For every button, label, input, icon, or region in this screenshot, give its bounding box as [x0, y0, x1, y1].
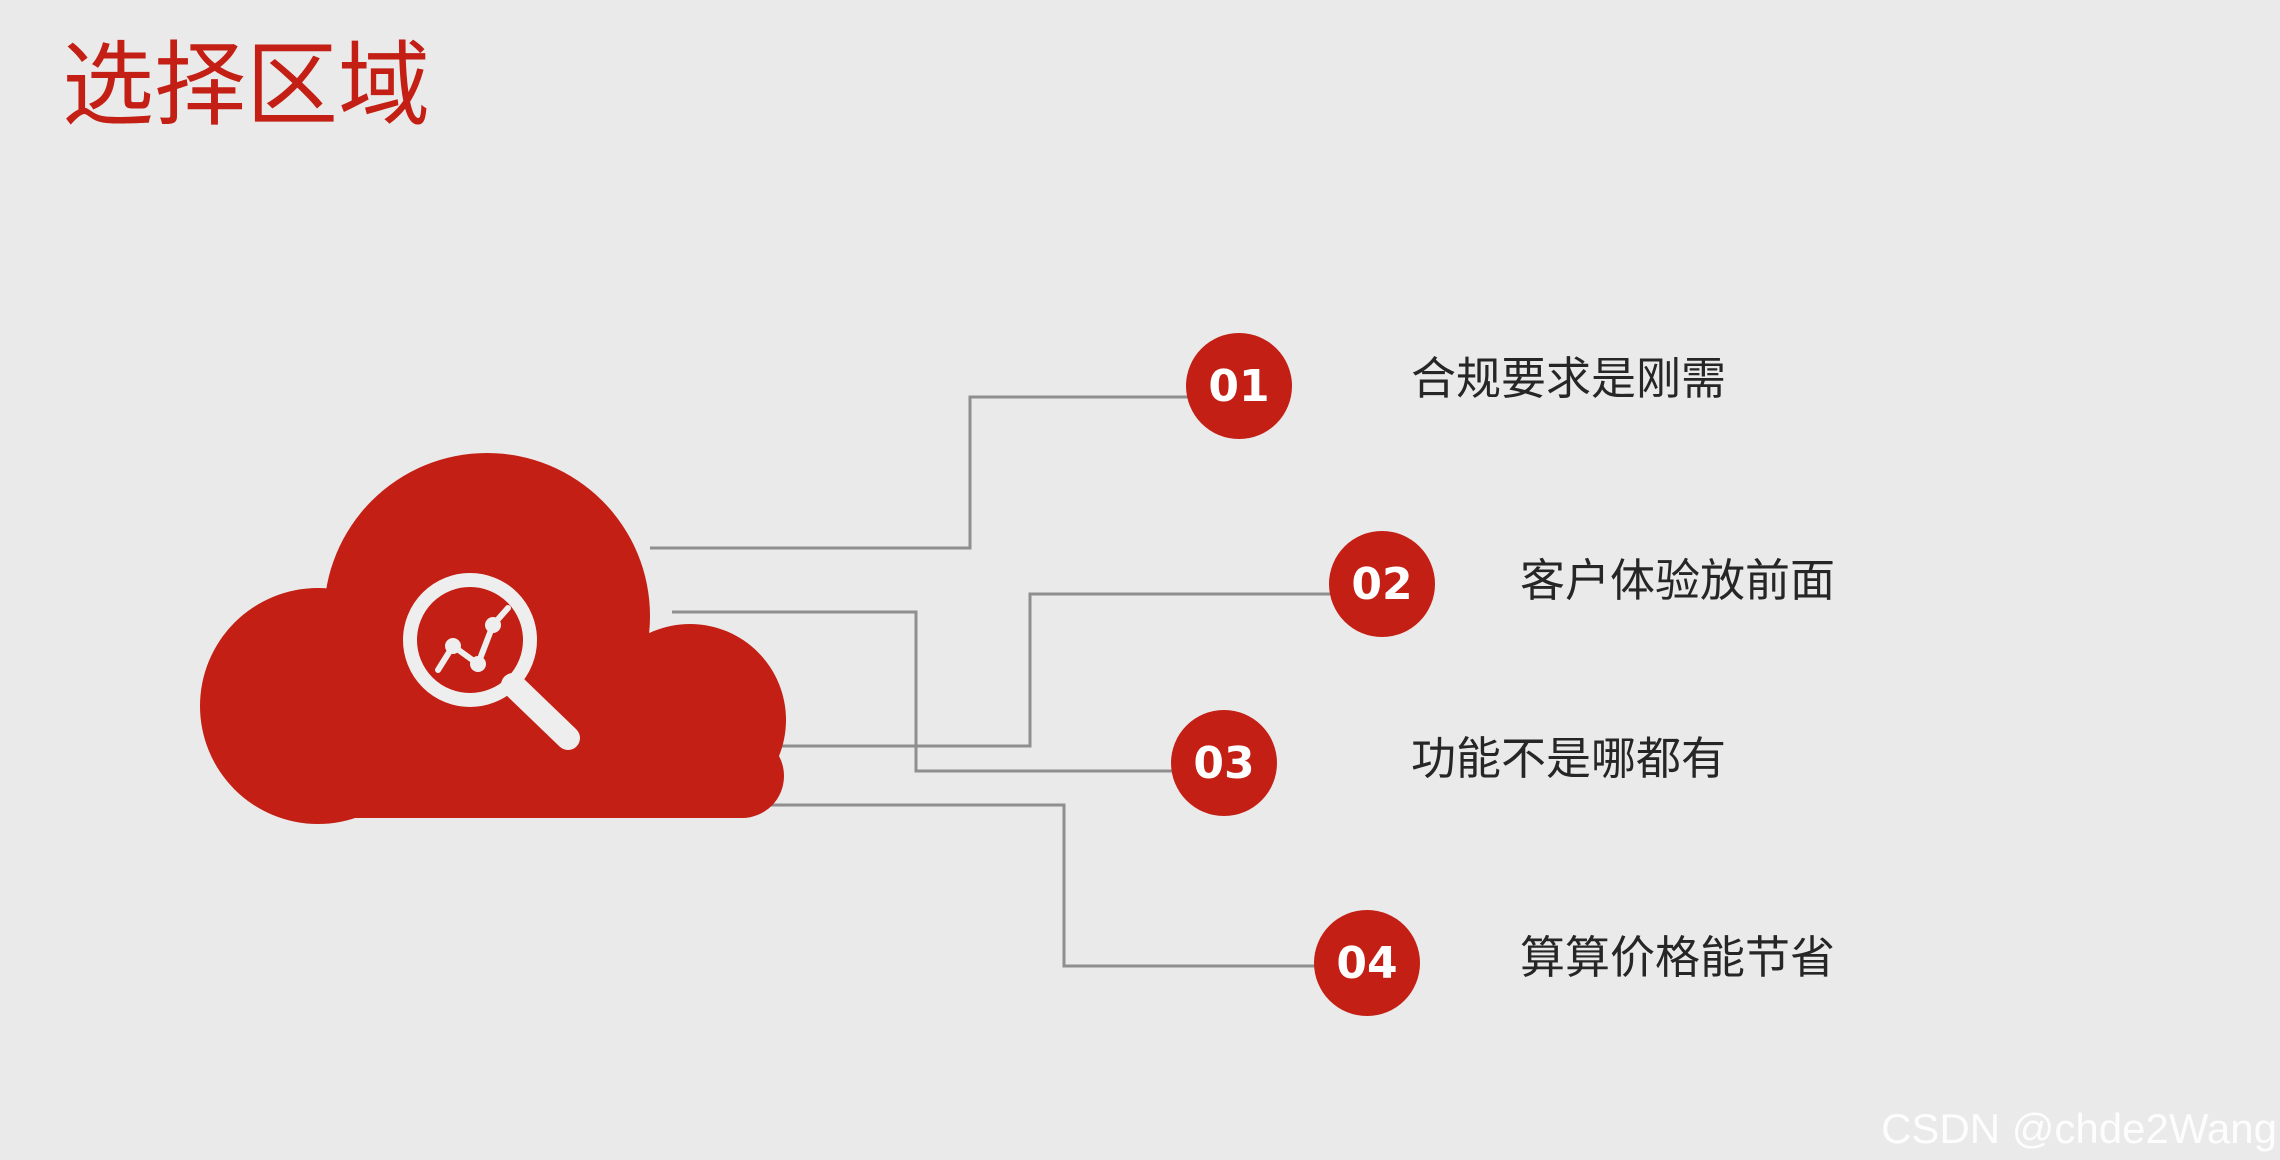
- connector-01: [650, 395, 1188, 550]
- item-label-03: 功能不是哪都有: [1411, 732, 1727, 785]
- magnifier-chart-icon: [403, 573, 580, 750]
- badge-number-02: 02: [1351, 559, 1412, 610]
- slide-title: 选择区域: [62, 32, 431, 139]
- badge-number-03: 03: [1193, 738, 1254, 789]
- watermark: CSDN @chde2Wang: [1881, 1105, 2277, 1152]
- item-label-04: 算算价格能节省: [1520, 931, 1836, 984]
- number-badge-01: 01: [1186, 333, 1292, 439]
- number-badge-03: 03: [1171, 710, 1277, 816]
- item-label-02: 客户体验放前面: [1520, 554, 1836, 607]
- badge-number-01: 01: [1208, 361, 1269, 412]
- number-badge-02: 02: [1329, 531, 1435, 637]
- badge-number-04: 04: [1336, 938, 1397, 989]
- connector-04: [710, 803, 1316, 968]
- connector-03: [672, 610, 1172, 773]
- cloud-search-analytics-icon: [200, 453, 786, 824]
- number-badge-04: 04: [1314, 910, 1420, 1016]
- item-label-01: 合规要求是刚需: [1411, 352, 1727, 405]
- connector-02: [782, 592, 1330, 748]
- connector-lines: [650, 395, 1330, 968]
